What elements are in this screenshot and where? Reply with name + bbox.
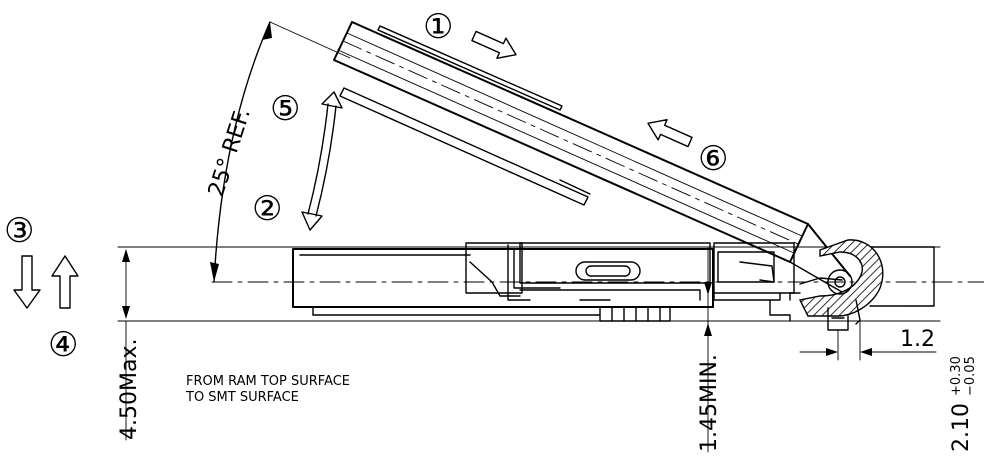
hatched-hinge-section bbox=[798, 239, 884, 331]
thickness-nominal-label: 2.10 bbox=[949, 403, 974, 452]
thickness-upper-tol-label: +0.30 bbox=[949, 356, 964, 396]
reference-lines bbox=[117, 246, 984, 322]
arrow-up-step-4-icon bbox=[51, 255, 79, 309]
note-line-1: FROM RAM TOP SURFACE bbox=[186, 374, 350, 389]
arrow-step-6-icon bbox=[647, 119, 693, 148]
max-height-label: 4.50Max. bbox=[117, 339, 142, 440]
angle-ref-label: 25° REF. bbox=[204, 105, 256, 200]
offset-label: 1.2 bbox=[900, 327, 935, 352]
thickness-lower-tol-label: −0.05 bbox=[963, 356, 978, 396]
min-height-label: 1.45MIN. bbox=[697, 354, 722, 452]
callout-step-2: ② bbox=[252, 189, 282, 229]
note-line-2: TO SMT SURFACE bbox=[185, 390, 299, 405]
angle-dimension-25deg: 25° REF. bbox=[204, 21, 351, 283]
tilted-memory-module bbox=[333, 21, 851, 293]
dimension-max-height: 4.50Max. bbox=[117, 249, 142, 441]
arrow-step-1-icon bbox=[471, 30, 517, 59]
callout-step-1: ① bbox=[423, 7, 453, 47]
callout-step-5: ⑤ bbox=[270, 89, 300, 129]
connector-body bbox=[292, 242, 935, 322]
dimension-thickness: 2.10 +0.30 −0.05 bbox=[949, 356, 978, 452]
callout-step-4: ④ bbox=[48, 325, 78, 365]
arrow-down-step-3-icon bbox=[13, 255, 41, 309]
dimension-offset: 1.2 bbox=[799, 321, 937, 361]
callout-step-3: ③ bbox=[4, 211, 34, 251]
dimension-min-height: 1.45MIN. bbox=[697, 247, 722, 453]
arrow-rotate-double-icon bbox=[301, 91, 343, 231]
callout-step-6: ⑥ bbox=[698, 139, 728, 179]
